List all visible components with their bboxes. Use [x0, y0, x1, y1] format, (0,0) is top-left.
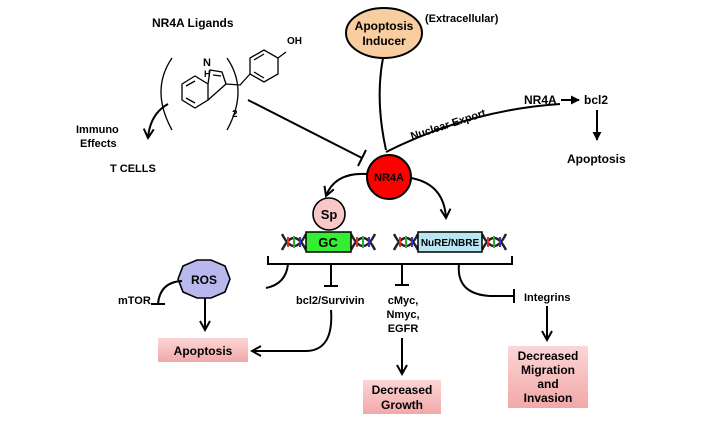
cmyc-line1: cMyc, — [388, 295, 419, 307]
tcells-label: T CELLS — [110, 163, 156, 175]
dna-strand-left — [280, 233, 377, 251]
bracket-to-ros-line — [265, 263, 289, 289]
bracket-left — [160, 57, 173, 131]
ligand-inhibition-bar — [357, 149, 367, 167]
inducer-line2: Inducer — [362, 34, 406, 48]
inducer-to-nr4a-line — [378, 57, 387, 151]
mtor-label: mTOR — [118, 295, 151, 307]
bracket-to-integrins-line — [457, 263, 514, 297]
inducer-line1: Apoptosis — [355, 19, 414, 33]
benzene-ring — [181, 75, 209, 109]
phenol-ring — [249, 49, 279, 83]
outcome-migration-line4: Invasion — [524, 391, 573, 405]
cmyc-line3: EGFR — [388, 323, 419, 335]
outcome-migration-line1: Decreased — [518, 349, 579, 363]
outcome-apoptosis-box — [158, 338, 248, 362]
nuclear-export-label: Nuclear Export — [409, 107, 487, 143]
bcl2-survivin-label: bcl2/Survivin — [296, 295, 365, 307]
sp-node — [312, 197, 346, 231]
promoter-bracket — [267, 256, 513, 265]
immuno-line1: Immuno — [76, 124, 119, 136]
bracket-right — [226, 57, 239, 131]
nuclear-export-line — [385, 103, 561, 153]
apoptosis-inducer-node — [345, 7, 423, 59]
ligands-oh: OH — [287, 36, 302, 47]
nr4a-to-nure-arrow — [410, 177, 446, 218]
ros-to-mtor-line — [157, 280, 183, 305]
ligands-nh: N — [203, 57, 211, 69]
ligands-h: H — [204, 69, 211, 79]
ligand-inhibition-line — [247, 99, 363, 159]
dna-strand-right — [392, 233, 508, 251]
ligand-structure: NR4A Ligands 2 N H OH — [152, 16, 302, 131]
gc-label: GC — [318, 235, 338, 250]
outcome-migration-line2: Migration — [521, 363, 575, 377]
outcome-growth-box — [363, 380, 441, 414]
gc-box — [305, 231, 352, 253]
ros-label: ROS — [191, 273, 217, 287]
nure-label: NuRE/NBRE — [421, 238, 480, 249]
nr4a-right-label: NR4A — [524, 93, 557, 107]
nr4a-center-label: NR4A — [374, 172, 404, 184]
cmyc-line2: Nmyc, — [386, 309, 419, 321]
nr4a-node — [366, 154, 412, 200]
apoptosis-right-label: Apoptosis — [567, 152, 626, 166]
integrins-label: Integrins — [524, 292, 570, 304]
bcl2-to-apoptosis-arrow — [252, 309, 333, 351]
outcome-migration-line3: and — [537, 377, 558, 391]
outcome-growth-line1: Decreased — [372, 383, 433, 397]
nure-box — [417, 231, 483, 253]
bcl2-right-label: bcl2 — [584, 93, 608, 107]
outcome-apoptosis-label: Apoptosis — [174, 344, 233, 358]
ros-node — [177, 259, 231, 299]
inducer-note: (Extracellular) — [425, 13, 499, 25]
ligands-title: NR4A Ligands — [152, 16, 234, 30]
immuno-arrow — [148, 103, 169, 138]
outcome-migration-box — [508, 346, 588, 408]
nr4a-to-sp-arrow — [326, 172, 368, 196]
immuno-line2: Effects — [80, 138, 117, 150]
ligands-subscript: 2 — [232, 109, 238, 120]
sp-label: Sp — [321, 207, 338, 222]
outcome-growth-line2: Growth — [381, 398, 423, 412]
